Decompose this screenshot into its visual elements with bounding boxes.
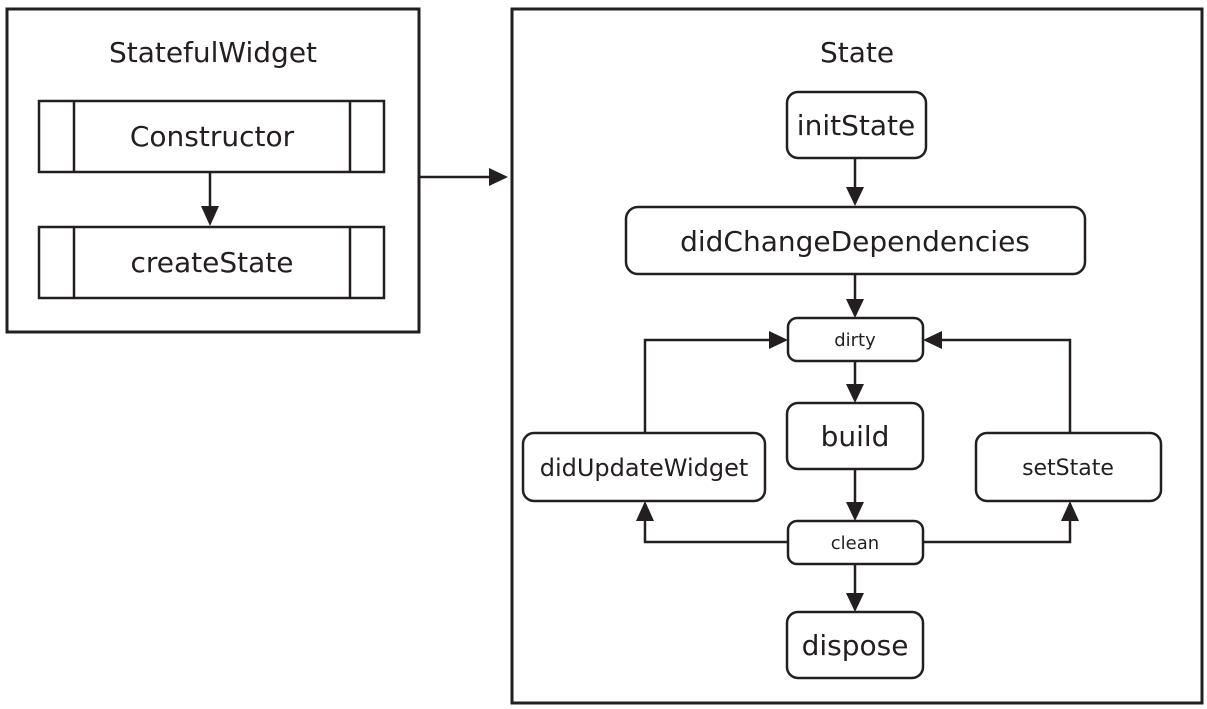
dispose-node: dispose: [785, 610, 925, 680]
edge-clean-to-did-update-widget: [636, 501, 788, 544]
did-update-widget-node: didUpdateWidget: [521, 431, 767, 503]
edge-clean-to-dispose: [846, 564, 864, 612]
create-state-node: createState: [37, 225, 386, 300]
did-change-dependencies-label: didChangeDependencies: [680, 225, 1030, 258]
edge-init-state-to-did-change-dependencies: [846, 158, 864, 206]
edge-stateful-widget-to-state: [419, 168, 508, 186]
edge-clean-to-set-state: [923, 501, 1079, 544]
init-state-label: initState: [797, 109, 915, 142]
clean-node: clean: [786, 519, 925, 566]
state-group: State initState didChangeDependencies di…: [510, 7, 1204, 705]
set-state-label: setState: [1022, 456, 1114, 481]
stateful-widget-title: StatefulWidget: [109, 36, 317, 69]
edge-constructor-to-create-state: [201, 172, 219, 226]
create-state-label: createState: [131, 246, 294, 279]
did-update-widget-label: didUpdateWidget: [540, 454, 749, 482]
edge-dirty-to-build: [846, 361, 864, 403]
dirty-label: dirty: [834, 330, 876, 351]
stateful-widget-group: StatefulWidget Constructor createState: [5, 7, 421, 334]
edge-did-update-widget-to-dirty: [643, 331, 788, 433]
set-state-node: setState: [974, 431, 1163, 503]
constructor-node: Constructor: [37, 99, 386, 174]
state-title: State: [820, 36, 894, 69]
did-change-dependencies-node: didChangeDependencies: [624, 205, 1087, 276]
clean-label: clean: [831, 533, 879, 554]
dirty-node: dirty: [786, 316, 925, 363]
init-state-node: initState: [785, 90, 928, 160]
build-node: build: [785, 401, 925, 471]
constructor-label: Constructor: [130, 120, 295, 153]
edge-build-to-clean: [846, 469, 864, 521]
dispose-label: dispose: [802, 629, 909, 662]
edge-did-change-dependencies-to-dirty: [846, 274, 864, 318]
edge-set-state-to-dirty: [923, 331, 1072, 433]
build-label: build: [821, 420, 890, 453]
